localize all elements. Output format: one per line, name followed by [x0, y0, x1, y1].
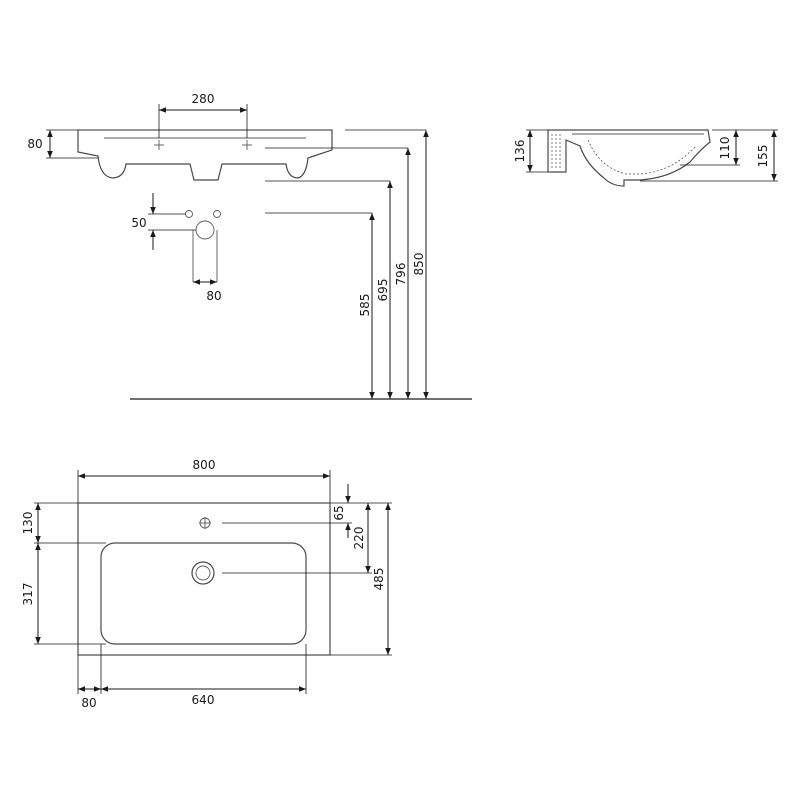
- dim-height-695: 695: [376, 279, 390, 302]
- dim-drain-from-back: 220: [352, 527, 366, 550]
- side-wall-hatch: [551, 134, 561, 170]
- side-basin-outline: [547, 129, 711, 187]
- dim-tap-hole-spacing: 280: [192, 92, 215, 106]
- front-tap-hole-right: [242, 140, 252, 150]
- dim-height-585: 585: [358, 294, 372, 317]
- dim-overall-width: 800: [193, 458, 216, 472]
- front-basin-outline: [77, 129, 333, 181]
- plan-drain-outer: [191, 561, 215, 585]
- dim-drain-offset: 50: [131, 216, 146, 230]
- plan-view: 800 130 317 65 220 485 80 640: [21, 458, 392, 710]
- dim-side-margin: 80: [81, 696, 96, 710]
- dim-bowl-length: 317: [21, 583, 35, 606]
- dim-tap-to-bowl: 65: [332, 505, 346, 520]
- plan-bowl-outline: [100, 542, 307, 645]
- front-fixing-right: [213, 210, 221, 218]
- plan-basin-outline: [77, 502, 331, 656]
- dim-bowl-width: 640: [192, 693, 215, 707]
- dim-height-850: 850: [412, 253, 426, 276]
- front-tap-hole-left: [154, 140, 164, 150]
- dim-trap-width: 80: [206, 289, 221, 303]
- dim-overall-length: 485: [372, 568, 386, 591]
- dim-rim-thickness: 80: [27, 137, 42, 151]
- front-fixing-left: [185, 210, 193, 218]
- front-view: 280 80 50 80 585 695 796 850: [27, 92, 472, 400]
- front-trap-outlet: [195, 220, 215, 240]
- dim-total-height: 155: [756, 145, 770, 168]
- plan-drain-inner: [195, 565, 211, 581]
- side-view: 136 110 155: [513, 129, 778, 187]
- dim-tap-setback: 130: [21, 512, 35, 535]
- dim-basin-depth: 110: [718, 137, 732, 160]
- dim-side-depth: 136: [513, 140, 527, 163]
- dim-height-796: 796: [394, 263, 408, 286]
